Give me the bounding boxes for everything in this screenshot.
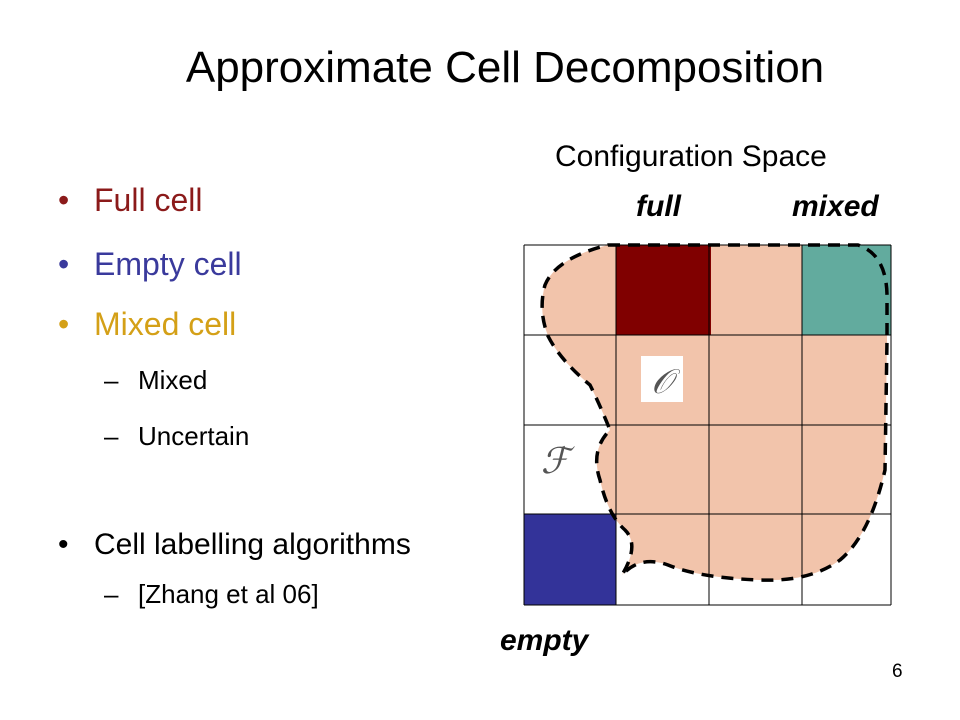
full-cell <box>616 245 711 335</box>
bullet-dot-icon: • <box>58 528 69 561</box>
bullet-text-cell-labelling: Cell labelling algorithms <box>94 528 411 561</box>
empty-label: empty <box>500 624 589 657</box>
slide-title: Approximate Cell Decomposition <box>185 43 825 92</box>
region-boundary <box>540 243 889 582</box>
bullet-text-empty-cell: Empty cell <box>94 246 242 282</box>
bullet-dot-icon: • <box>58 182 70 218</box>
bullet-text-full-cell: Full cell <box>94 182 203 218</box>
bullet-dot-icon: • <box>58 246 70 282</box>
subitem-mixed-text: Mixed <box>138 365 208 395</box>
subitem-zhang: –[Zhang et al 06] <box>104 579 319 609</box>
full-label: full <box>636 190 681 223</box>
subitem-zhang-text: [Zhang et al 06] <box>138 579 319 609</box>
subitem-mixed: –Mixed <box>104 365 208 395</box>
bullet-dot-icon: • <box>58 306 70 342</box>
empty-cell <box>524 514 616 605</box>
configuration-space-label: Configuration Space <box>555 140 827 173</box>
subitem-uncertain: –Uncertain <box>104 421 250 451</box>
subitem-uncertain-text: Uncertain <box>138 421 250 451</box>
mixed-cell <box>802 245 891 335</box>
page-number: 6 <box>892 661 903 682</box>
grid-lines <box>523 244 892 606</box>
obstacle-symbol-box <box>641 356 683 402</box>
bullet-text-mixed-cell: Mixed cell <box>94 306 237 342</box>
mixed-label: mixed <box>792 190 879 223</box>
